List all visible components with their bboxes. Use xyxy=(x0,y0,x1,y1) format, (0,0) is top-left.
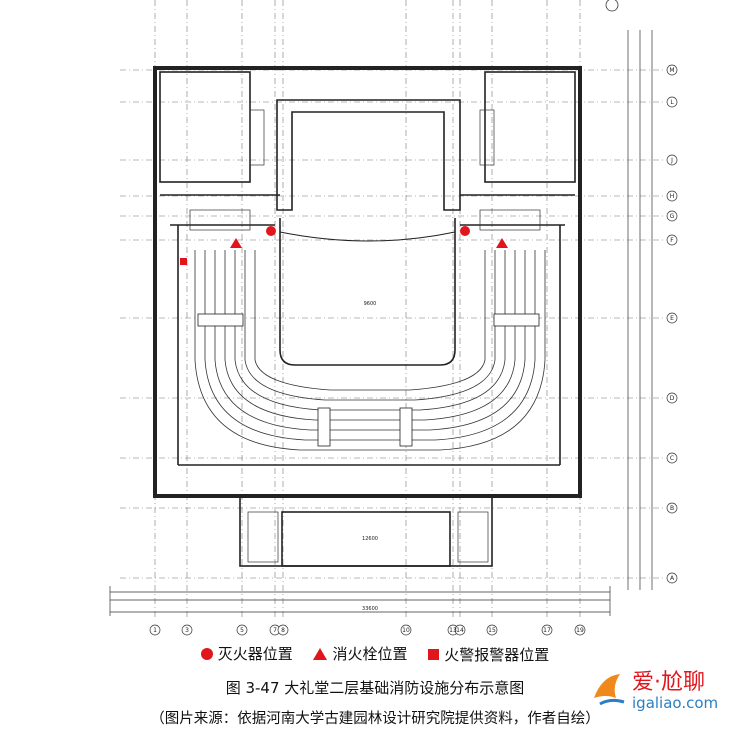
row-letter: J xyxy=(670,157,673,164)
axis-number: 5 xyxy=(240,627,244,634)
row-letter: E xyxy=(670,315,674,322)
alarm-marker xyxy=(180,258,187,265)
hydrant-marker-left xyxy=(230,238,242,248)
row-letter: C xyxy=(670,455,674,462)
legend-item-alarm: 火警报警器位置 xyxy=(428,644,549,665)
extinguisher-marker-right xyxy=(460,226,470,236)
axis-bubbles-right xyxy=(666,64,678,584)
legend-label: 消火栓位置 xyxy=(332,645,408,663)
figure-caption: 图 3-47 大礼堂二层基础消防设施分布示意图 xyxy=(225,679,525,697)
axis-number: 14 xyxy=(456,627,464,634)
axis-bubbles-bottom xyxy=(149,624,586,636)
row-letter: F xyxy=(670,237,674,244)
bottom-dimension-chain xyxy=(109,586,611,616)
dimension-labels: 33600 12600 9600 xyxy=(362,301,378,612)
row-letter: A xyxy=(670,575,675,582)
legend-item-extinguisher: 灭火器位置 xyxy=(200,643,293,664)
axis-numbers: 1 3 5 7 8 10 13 14 15 17 19 xyxy=(153,627,584,634)
circle-icon xyxy=(200,647,213,660)
axis-number: 15 xyxy=(488,627,496,634)
legend-label: 灭火器位置 xyxy=(217,645,293,663)
dimension-stage: 9600 xyxy=(364,301,377,307)
axis-number: 1 xyxy=(153,627,157,634)
legend: 灭火器位置 消火栓位置 火警报警器位置 xyxy=(0,643,750,665)
row-letter: M xyxy=(669,67,674,74)
dimension-lobby: 12600 xyxy=(362,536,378,542)
axis-number: 8 xyxy=(281,627,285,634)
seating-rows xyxy=(194,250,546,451)
row-letter: B xyxy=(670,505,674,512)
extinguisher-marker-left xyxy=(266,226,276,236)
hydrant-marker-right xyxy=(496,238,508,248)
triangle-icon xyxy=(313,647,328,660)
axis-grid xyxy=(120,0,665,620)
watermark: 爱·尬聊 igaliao.com xyxy=(590,662,750,718)
stairs xyxy=(189,109,541,563)
legend-item-hydrant: 消火栓位置 xyxy=(313,643,408,664)
axis-number: 3 xyxy=(185,627,189,634)
figure-source: （图片来源：依据河南大学古建园林设计研究院提供资料，作者自绘） xyxy=(150,711,600,727)
axis-number: 10 xyxy=(402,627,410,634)
axis-number: 7 xyxy=(273,627,277,634)
right-dimension-chain xyxy=(627,30,653,590)
stage-apron xyxy=(279,231,456,242)
square-icon xyxy=(428,648,440,660)
dimension-total: 33600 xyxy=(362,606,378,612)
outer-walls xyxy=(153,66,582,498)
row-letter: L xyxy=(670,99,674,106)
axis-number: 19 xyxy=(576,627,584,634)
watermark-logo-icon xyxy=(594,674,625,706)
aisles xyxy=(197,313,540,447)
watermark-url: igaliao.com xyxy=(632,694,719,712)
floor-plan: 1 3 5 7 8 10 13 14 15 17 19 M L J H G F … xyxy=(109,0,678,636)
row-letter: G xyxy=(670,213,675,220)
legend-label: 火警报警器位置 xyxy=(444,645,550,664)
inner-walls xyxy=(159,71,576,567)
axis-number: 13 xyxy=(449,627,457,634)
axis-number: 17 xyxy=(543,627,551,634)
row-letter: H xyxy=(670,193,675,200)
north-mark xyxy=(605,0,619,12)
row-letter: D xyxy=(670,395,675,402)
fire-markers xyxy=(180,226,508,265)
row-letters: M L J H G F E D C B A xyxy=(669,67,675,582)
watermark-brand: 爱·尬聊 xyxy=(632,670,705,695)
